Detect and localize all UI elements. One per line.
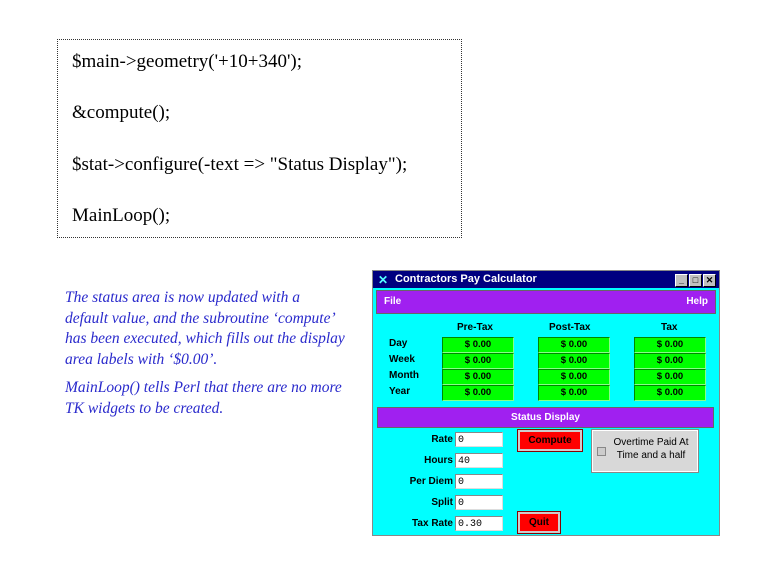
code-line: MainLoop(); [72,205,171,226]
code-line: $stat->configure(-text => "Status Displa… [72,154,408,175]
code-box: $main->geometry('+10+340'); &compute(); … [57,39,462,238]
field-label: Per Diem [409,476,453,487]
menu-help[interactable]: Help [686,296,708,307]
col-pretax: Pre-Tax [457,322,493,333]
value-cell: $ 0.00 [634,337,706,353]
app-icon: ✕ [378,273,389,287]
value-cell: $ 0.00 [442,353,514,369]
value-cell: $ 0.00 [634,353,706,369]
value-cell: $ 0.00 [538,385,610,401]
field-input[interactable]: 0 [455,432,503,447]
field-input[interactable]: 0.30 [455,516,503,531]
field-input[interactable]: 0 [455,474,503,489]
value-cell: $ 0.00 [634,369,706,385]
title-bar[interactable]: ✕ Contractors Pay Calculator _ □ ✕ [373,271,719,288]
value-cell: $ 0.00 [538,353,610,369]
row-label: Year [389,386,411,397]
close-button[interactable]: ✕ [703,274,716,287]
col-posttax: Post-Tax [549,322,591,333]
value-cell: $ 0.00 [538,369,610,385]
menu-bar: File Help [376,290,716,314]
overtime-checkbox[interactable]: Overtime Paid At Time and a half [591,429,699,473]
row-label: Day [389,338,408,349]
overtime-label: Overtime Paid At Time and a half [613,437,689,461]
note-mainloop: MainLoop() tells Perl that there are no … [65,379,342,417]
value-cell: $ 0.00 [634,385,706,401]
quit-button[interactable]: Quit [517,511,561,534]
status-display: Status Display [377,407,714,428]
field-label: Rate [431,434,453,445]
value-cell: $ 0.00 [442,337,514,353]
app-window: ✕ Contractors Pay Calculator _ □ ✕ File … [372,270,720,536]
field-label: Split [431,497,453,508]
field-input[interactable]: 0 [455,495,503,510]
col-tax: Tax [661,322,678,333]
value-cell: $ 0.00 [442,369,514,385]
maximize-button[interactable]: □ [689,274,702,287]
row-label: Month [389,370,419,381]
compute-button[interactable]: Compute [517,429,583,452]
minimize-button[interactable]: _ [675,274,688,287]
value-cell: $ 0.00 [538,337,610,353]
field-label: Hours [424,455,453,466]
field-label: Tax Rate [412,518,453,529]
window-title: Contractors Pay Calculator [395,273,537,285]
checkbox-indicator[interactable] [597,447,606,456]
note-status: The status area is now updated with a de… [65,289,345,368]
notes: The status area is now updated with a de… [65,288,345,427]
value-cell: $ 0.00 [442,385,514,401]
field-input[interactable]: 40 [455,453,503,468]
menu-file[interactable]: File [384,296,402,307]
code-line: &compute(); [72,102,171,123]
code-line: $main->geometry('+10+340'); [72,51,302,72]
row-label: Week [389,354,415,365]
